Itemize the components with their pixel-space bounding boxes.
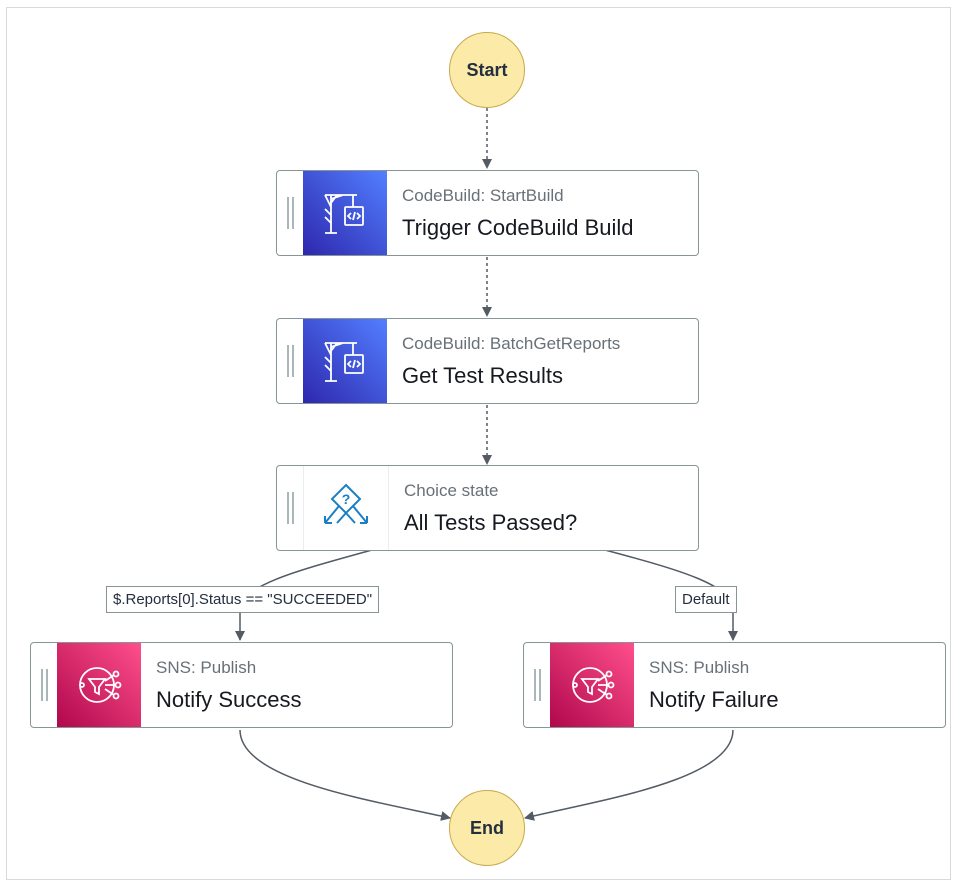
- drag-handle[interactable]: [277, 319, 303, 403]
- codebuild-icon: [303, 319, 387, 403]
- start-label: Start: [466, 59, 508, 80]
- start-node[interactable]: Start: [449, 32, 525, 108]
- state-name: Notify Success: [156, 686, 302, 712]
- state-notify-success[interactable]: SNS: Publish Notify Success: [30, 642, 453, 728]
- end-node[interactable]: End: [449, 790, 525, 866]
- drag-handle[interactable]: [524, 643, 550, 727]
- state-get-test-results[interactable]: CodeBuild: BatchGetReports Get Test Resu…: [276, 318, 699, 404]
- svg-text:?: ?: [342, 491, 351, 507]
- choice-icon: ?: [303, 466, 389, 550]
- drag-handle[interactable]: [31, 643, 57, 727]
- state-trigger-codebuild-build[interactable]: CodeBuild: StartBuild Trigger CodeBuild …: [276, 170, 699, 256]
- state-notify-failure[interactable]: SNS: Publish Notify Failure: [523, 642, 946, 728]
- codebuild-icon: [303, 171, 387, 255]
- end-label: End: [470, 817, 504, 838]
- canvas-frame: [6, 7, 951, 880]
- edge-label-default: Default: [675, 586, 737, 613]
- state-name: Trigger CodeBuild Build: [402, 214, 634, 240]
- edge-success-end: [239, 729, 451, 821]
- state-service-label: CodeBuild: StartBuild: [402, 185, 564, 205]
- state-service-label: SNS: Publish: [156, 657, 257, 677]
- sns-icon: [57, 643, 141, 727]
- sns-icon: [550, 643, 634, 727]
- state-service-label: CodeBuild: BatchGetReports: [402, 333, 621, 353]
- state-name: Get Test Results: [402, 362, 563, 388]
- state-name: All Tests Passed?: [404, 509, 578, 535]
- state-name: Notify Failure: [649, 686, 779, 712]
- drag-handle[interactable]: [277, 171, 303, 255]
- state-service-label: SNS: Publish: [649, 657, 750, 677]
- edge-label-succeeded: $.Reports[0].Status == "SUCCEEDED": [106, 586, 380, 613]
- drag-handle[interactable]: [277, 466, 303, 550]
- edge-failure-end: [524, 729, 734, 821]
- state-service-label: Choice state: [404, 480, 499, 500]
- state-all-tests-passed[interactable]: ? Choice state All Tests Passed?: [276, 465, 699, 551]
